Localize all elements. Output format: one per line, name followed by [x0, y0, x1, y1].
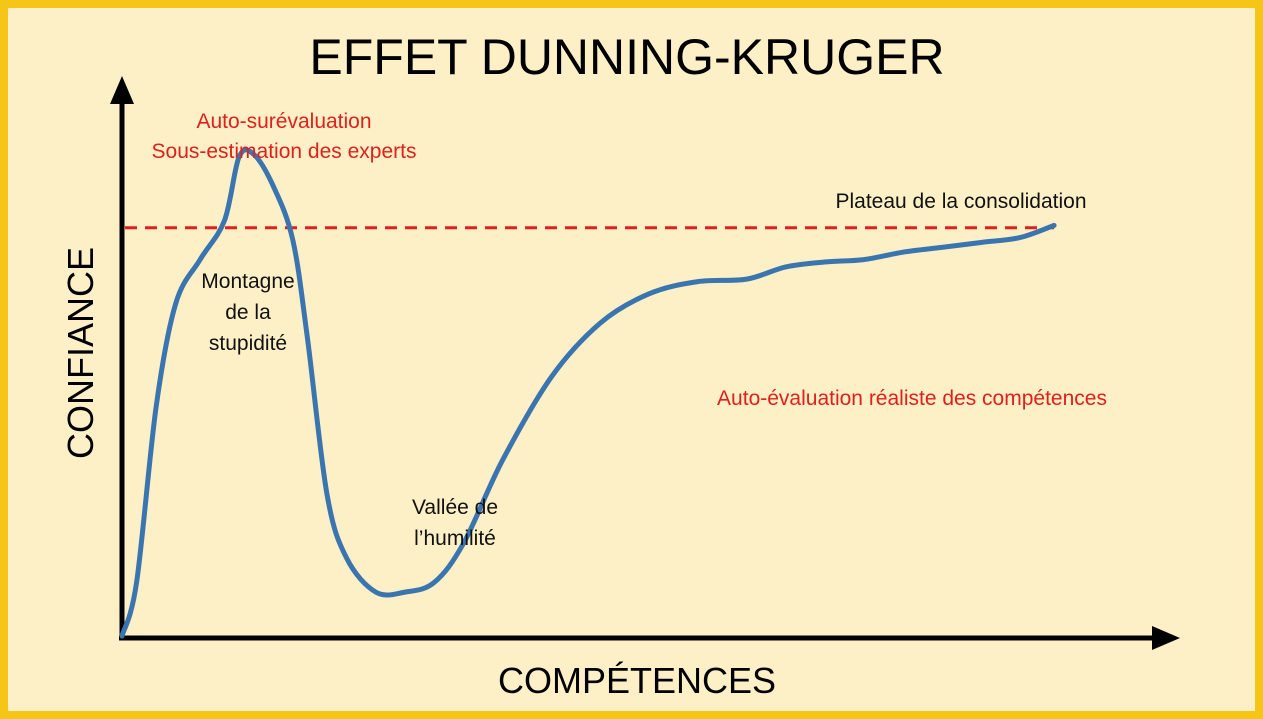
annotation-mount-stupidity-line: de la — [225, 301, 271, 324]
annotation-realistic-assessment: Auto-évaluation réaliste des compétences — [717, 387, 1107, 410]
annotation-valley-humility-line: l’humilité — [414, 527, 496, 550]
annotation-mount-stupidity-line: Montagne — [201, 270, 294, 293]
x-axis-label: COMPÉTENCES — [498, 660, 776, 701]
confidence-curve — [119, 147, 1057, 639]
dunning-kruger-chart: EFFET DUNNING-KRUGER COMPÉTENCES CONFIAN… — [60, 29, 1180, 701]
y-axis-arrow — [110, 76, 134, 104]
x-axis-arrow — [1152, 626, 1180, 650]
annotation-mount-stupidity-line: stupidité — [209, 332, 287, 355]
annotation-overestimation-line: Sous-estimation des experts — [152, 140, 417, 163]
annotation-plateau: Plateau de la consolidation — [835, 190, 1086, 213]
annotation-valley-humility-line: Vallée de — [412, 496, 498, 519]
annotation-mount-stupidity: Montagne de la stupidité — [201, 270, 294, 355]
chart-title: EFFET DUNNING-KRUGER — [309, 29, 944, 85]
annotation-realistic-assessment-line: Auto-évaluation réaliste des compétences — [717, 387, 1107, 410]
annotation-plateau-line: Plateau de la consolidation — [835, 190, 1086, 213]
annotation-overestimation-line: Auto-surévaluation — [196, 110, 371, 133]
annotation-valley-humility: Vallée de l’humilité — [412, 496, 498, 550]
y-axis-label: CONFIANCE — [60, 247, 101, 459]
